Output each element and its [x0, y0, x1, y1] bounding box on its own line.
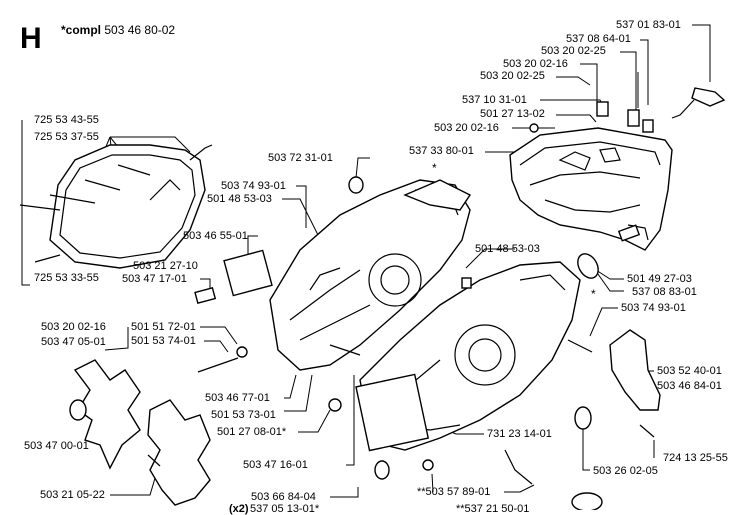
part-label-503-46-55-01: 503 46 55-01: [183, 230, 248, 242]
complete-assembly-number: *compl 503 46 80-02: [61, 24, 175, 37]
part-label-503-57-89-01: **503 57 89-01: [417, 486, 491, 498]
quantity-label-x2: (x2): [229, 503, 249, 515]
part-label-537-08-83-01: 537 08 83-01: [632, 286, 697, 298]
part-label-503-20-02-16-c: 503 20 02-16: [41, 321, 106, 333]
part-label-503-20-02-25-b: 503 20 02-25: [480, 70, 545, 82]
part-label-725-53-37-55: 725 53 37-55: [34, 131, 99, 143]
part-label-501-53-73-01: 501 53 73-01: [211, 409, 276, 421]
part-label-503-47-17-01: 503 47 17-01: [122, 273, 187, 285]
part-label-503-74-93-01-a: 503 74 93-01: [221, 180, 286, 192]
part-label-503-21-05-22: 503 21 05-22: [40, 489, 105, 501]
part-label-537-05-13-01: 537 05 13-01*: [250, 503, 320, 515]
part-label-503-47-00-01: 503 47 00-01: [24, 440, 89, 452]
part-label-503-72-31-01: 503 72 31-01: [268, 152, 333, 164]
part-label-537-01-83-01: 537 01 83-01: [616, 19, 681, 31]
part-label-503-26-02-05: 503 26 02-05: [593, 465, 658, 477]
part-label-537-33-80-01: 537 33 80-01: [409, 145, 474, 157]
compl-prefix: *compl: [61, 23, 102, 37]
part-label-725-53-43-55: 725 53 43-55: [34, 114, 99, 126]
part-label-537-21-50-01: **537 21 50-01: [456, 503, 530, 515]
cylinder-cover-assembly: [509, 70, 726, 251]
part-label-501-49-27-03: 501 49 27-03: [627, 273, 692, 285]
part-label-501-53-74-01: 501 53 74-01: [131, 335, 196, 347]
part-label-501-51-72-01: 501 51 72-01: [131, 321, 196, 333]
part-label-724-13-25-55: 724 13 25-55: [663, 452, 728, 464]
part-label-503-20-02-16-a: 503 20 02-16: [503, 58, 568, 70]
crankcase-right: [355, 261, 581, 452]
part-label-503-47-16-01: 503 47 16-01: [243, 459, 308, 471]
part-label-503-46-77-01: 503 46 77-01: [205, 392, 270, 404]
crankcase-left: [269, 179, 472, 371]
part-label-503-74-93-01-b: 503 74 93-01: [621, 302, 686, 314]
chain-guard-parts: [69, 359, 211, 506]
part-label-501-48-53-03-b: 501 48 53-03: [475, 243, 540, 255]
part-label-503-52-40-01: 503 52 40-01: [657, 365, 722, 377]
part-label-725-53-33-55: 725 53 33-55: [34, 272, 99, 284]
part-label-537-08-64-01: 537 08 64-01: [566, 33, 631, 45]
section-letter: H: [20, 22, 42, 55]
starter-cover: [19, 144, 213, 269]
star-mark-2: *: [591, 287, 596, 301]
part-label-503-66-84-04: 503 66 84-04: [251, 491, 316, 503]
star-markers: * *: [432, 161, 596, 301]
part-label-503-20-02-25-a: 503 20 02-25: [541, 45, 606, 57]
compl-number: 503 46 80-02: [104, 23, 176, 37]
part-label-503-47-05-01: 503 47 05-01: [41, 336, 106, 348]
small-parts: [194, 176, 661, 510]
star-mark-1: *: [432, 161, 437, 175]
part-label-503-46-84-01: 503 46 84-01: [657, 380, 722, 392]
part-label-501-27-08-01: 501 27 08-01*: [217, 426, 287, 438]
part-label-503-20-02-16-b: 503 20 02-16: [434, 122, 499, 134]
part-label-731-23-14-01: 731 23 14-01: [487, 428, 552, 440]
part-label-501-27-13-02: 501 27 13-02: [480, 108, 545, 120]
part-label-503-21-27-10: 503 21 27-10: [133, 260, 198, 272]
part-label-501-48-53-03-a: 501 48 53-03: [207, 193, 272, 205]
part-label-537-10-31-01: 537 10 31-01: [462, 94, 527, 106]
